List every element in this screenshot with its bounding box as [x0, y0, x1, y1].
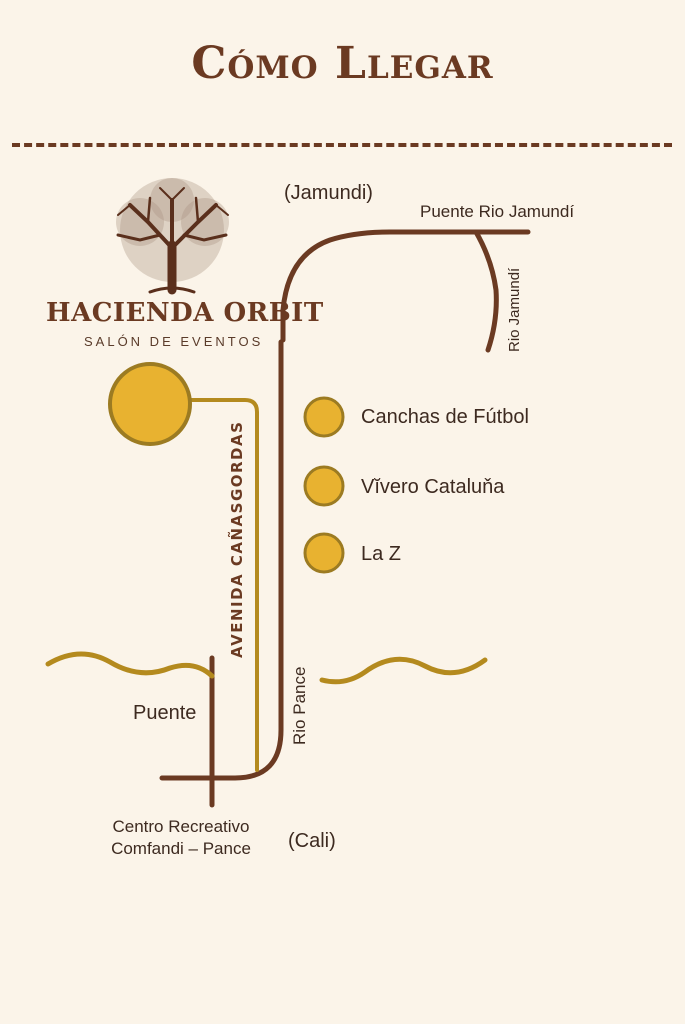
road-main: [159, 339, 284, 781]
bridge-north-label: Puente Rio Jamundí: [420, 202, 575, 221]
river-pance-label: Rio Pance: [290, 666, 309, 745]
landmark-marker: [303, 532, 345, 574]
title-divider: [12, 143, 672, 147]
brand-name: HACIENDA ORBIT: [46, 298, 324, 328]
landmark-label-nursery: Vĭvero Cataluňa: [361, 476, 505, 498]
tree-icon: [116, 178, 229, 295]
landmark-marker: [303, 396, 345, 438]
south-city-label: (Cali): [288, 830, 336, 852]
landmark-label-soccer-fields: Canchas de Fútbol: [361, 406, 529, 428]
origin-label-line1: Centro Recreativo: [112, 817, 250, 836]
river-jamundi-label: Rio Jamundí: [506, 267, 523, 352]
origin-label: Centro Recreativo Comfandi – Pance: [98, 816, 264, 860]
river-jamundi: [473, 229, 499, 353]
hacienda-marker: [108, 362, 192, 446]
avenue-label: AVENIDA CAÑASGORDAS: [228, 420, 246, 658]
river-left: [45, 651, 215, 679]
origin-label-line2: Comfandi – Pance: [111, 839, 251, 858]
access-lane: [188, 398, 259, 772]
bridge-south-label: Puente: [133, 702, 197, 724]
north-city-label: (Jamundi): [284, 182, 373, 204]
landmark-label-la-z: La Z: [361, 543, 402, 565]
page-title: Cómo Llegar: [191, 38, 494, 89]
brand-subtitle: SALÓN DE EVENTOS: [84, 334, 264, 349]
road-north: [280, 229, 531, 343]
landmark-marker: [303, 465, 345, 507]
river-pance: [319, 656, 488, 685]
